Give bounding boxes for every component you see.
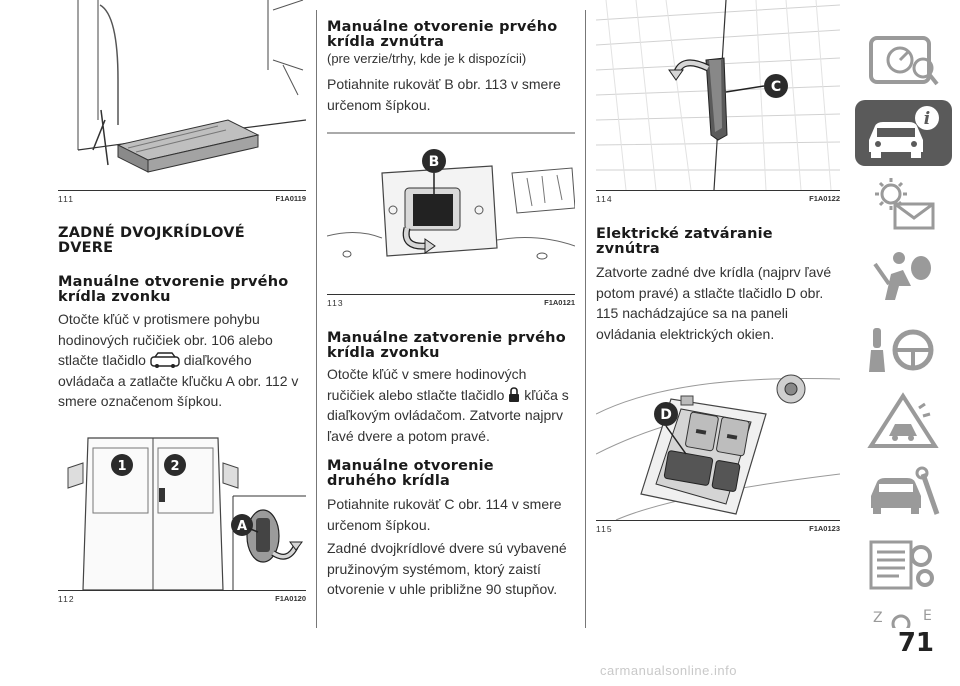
paragraph-text-part-2: kľúča s diaľkovým ovládačom. Zatvorte na… [327, 386, 569, 444]
nav-warning-lights[interactable] [855, 172, 952, 238]
figure-code: F1A0121 [544, 298, 575, 307]
dashboard-gauge-icon [869, 36, 939, 86]
callout-1: 1 [117, 459, 126, 474]
interior-handle-B-illustration: B [327, 128, 575, 294]
figure-code: F1A0122 [809, 194, 840, 203]
callout-C: C [771, 79, 781, 95]
figure-code: F1A0123 [809, 524, 840, 533]
paragraph-text-part-1: Otočte kľúč v smere hodinových ručičiek … [327, 366, 527, 403]
figure-code: F1A0119 [275, 194, 306, 203]
paragraph-open-first-door-outside: Otočte kľúč v protismere pohybu hodinový… [58, 309, 306, 412]
callout-D: D [660, 407, 672, 423]
figure-number: 112 [58, 594, 75, 604]
callout-B: B [429, 154, 440, 170]
nav-alphabetical-index[interactable]: Z E [855, 604, 952, 628]
figure-number: 115 [596, 524, 613, 534]
window-control-panel-D-illustration: D [596, 354, 840, 520]
figure-caption-bar: 112 F1A0120 [58, 590, 306, 607]
subheading-open-first-door-inside: Manuálne otvorenie prvého krídla zvnútra [327, 19, 558, 50]
section-heading: ZADNÉ DVOJKRÍDLOVÉ DVERE [58, 225, 245, 256]
nav-starting-driving[interactable] [855, 316, 952, 382]
steering-wheel-icon [869, 328, 934, 372]
subheading-close-first-door-outside: Manuálne zatvorenie prvého krídla zvonku [327, 330, 566, 361]
nav-safety[interactable] [855, 244, 952, 310]
warning-lights-icon [875, 178, 935, 230]
paragraph-text-part-1: Otočte kľúč v protismere pohybu hodinový… [58, 311, 273, 368]
maintenance-car-icon [871, 466, 940, 515]
paragraph-electric-closing: Zatvorte zadné dve krídla (najprv ľavé p… [596, 264, 832, 342]
nav-technical-data[interactable] [855, 532, 952, 598]
figure-number: 113 [327, 298, 344, 308]
column-divider [585, 10, 586, 628]
nav-emergency[interactable] [855, 388, 952, 454]
remote-unlock-icon [150, 352, 180, 368]
subheading-open-second-door: Manuálne otvorenie druhého krídla [327, 458, 494, 489]
paragraph-text-part-2: diaľkového ovládača a zatlačte kľučku A … [58, 352, 299, 409]
airbag-safety-icon [873, 252, 931, 300]
nav-maintenance[interactable] [855, 460, 952, 526]
index-letter: Z [873, 610, 883, 626]
svg-text:i: i [924, 109, 930, 129]
figure-caption-bar: 115 F1A0123 [596, 520, 840, 537]
emergency-triangle-icon [867, 392, 939, 448]
figure-113: B 113 F1A0121 [327, 128, 575, 318]
floor-handle-C-illustration: C [596, 0, 840, 190]
paragraph-pull-handle-B: Potiahnite rukoväť B obr. 113 v smere ur… [327, 76, 561, 113]
alphabetical-index-icon: Z E [873, 608, 932, 628]
nav-dashboard[interactable] [855, 28, 952, 94]
figure-caption-bar: 111 F1A0119 [58, 190, 306, 207]
figure-112: 1 2 A 112 F1A0120 [58, 418, 306, 608]
paragraph-pull-handle-C: Potiahnite rukoväť C obr. 114 v smere ur… [327, 496, 562, 533]
figure-number: 114 [596, 194, 613, 204]
availability-note: (pre verzie/trhy, kde je k dispozícii) [327, 51, 527, 66]
figure-114: C 114 F1A0122 [596, 0, 840, 208]
watermark: carmanualsonline.info [600, 663, 737, 678]
figure-111: 111 F1A0119 [58, 0, 306, 208]
paragraph-spring-system: Zadné dvojkrídlové dvere sú vybavené pru… [327, 540, 567, 597]
callout-2: 2 [170, 459, 179, 474]
car-info-icon: i [869, 106, 939, 158]
technical-data-icon [869, 540, 934, 590]
chapter-navigation-sidebar: i [855, 28, 952, 628]
padlock-icon [509, 386, 520, 402]
figure-number: 111 [58, 194, 74, 204]
nav-knowing-vehicle[interactable]: i [855, 100, 952, 166]
figure-code: F1A0120 [275, 594, 306, 603]
subheading-electric-closing: Elektrické zatváranie zvnútra [596, 226, 773, 257]
index-letter: E [923, 608, 932, 624]
callout-A: A [237, 519, 247, 534]
figure-caption-bar: 113 F1A0121 [327, 294, 575, 311]
column-divider [316, 10, 317, 628]
van-side-step-illustration [58, 0, 306, 190]
van-rear-doors-illustration: 1 2 A [58, 418, 306, 590]
paragraph-close-first-door-outside: Otočte kľúč v smere hodinových ručičiek … [327, 364, 575, 446]
figure-115: D 115 F1A0123 [596, 354, 840, 538]
subheading-open-first-door-outside: Manuálne otvorenie prvého krídla zvonku [58, 274, 289, 305]
figure-caption-bar: 114 F1A0122 [596, 190, 840, 207]
page-number: 71 [897, 628, 934, 658]
